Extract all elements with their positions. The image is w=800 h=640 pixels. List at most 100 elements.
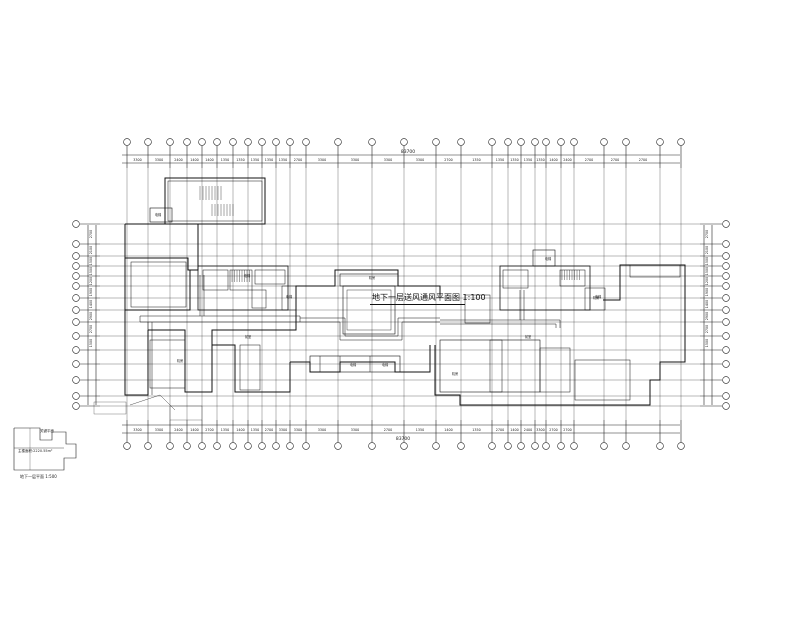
dim-label-bottom: 3300: [279, 428, 287, 432]
dim-label-top: 2700: [444, 158, 452, 162]
grid-bubble-bottom: [286, 442, 294, 450]
grid-bubble-left: [72, 318, 80, 326]
grid-bubble-bottom: [183, 442, 191, 450]
dim-label-bottom: 2700: [265, 428, 273, 432]
grid-bubble-top: [198, 138, 206, 146]
room-label: 电梯: [244, 273, 251, 278]
room-label: 电梯: [155, 212, 162, 217]
dim-label-bottom: 2700: [563, 428, 571, 432]
grid-bubble-bottom: [368, 442, 376, 450]
grid-bubble-bottom: [213, 442, 221, 450]
grid-bubble-right: [722, 240, 730, 248]
grid-bubble-top: [600, 138, 608, 146]
grid-bubble-left: [72, 402, 80, 410]
dim-label-top: 3300: [318, 158, 326, 162]
dim-label-right: 2900: [705, 312, 709, 320]
grid-bubble-top: [166, 138, 174, 146]
grid-bubble-bottom: [432, 442, 440, 450]
annotation-leaders: [93, 394, 203, 421]
stair-symbols: [199, 186, 580, 282]
dim-label-right: 1200: [705, 277, 709, 285]
dim-label-top: 3300: [133, 158, 141, 162]
key-plan-legend: 地下一层平面 1:500: [20, 473, 57, 479]
grid-bubble-bottom: [504, 442, 512, 450]
grid-bubble-bottom: [542, 442, 550, 450]
grid-bubble-left: [72, 392, 80, 400]
dim-label-top: 3300: [155, 158, 163, 162]
dim-label-bottom: 3300: [155, 428, 163, 432]
dim-label-bottom: 2700: [384, 428, 392, 432]
dim-label-bottom: 1400: [510, 428, 518, 432]
grid-bubble-bottom: [457, 442, 465, 450]
dim-label-left: 2100: [89, 246, 93, 254]
grid-bubble-top: [557, 138, 565, 146]
dim-label-left: 1900: [89, 288, 93, 296]
dim-label-right: 1500: [705, 267, 709, 275]
dim-label-bottom: 2400: [174, 428, 182, 432]
grid-bubble-top: [677, 138, 685, 146]
room-label: 电梯: [286, 294, 293, 299]
room-label: 机房: [369, 275, 375, 280]
grid-bubble-top: [272, 138, 280, 146]
grid-bubble-bottom: [166, 442, 174, 450]
grid-bubble-top: [457, 138, 465, 146]
dim-label-left: 1400: [89, 300, 93, 308]
dim-label-top: 2700: [294, 158, 302, 162]
grid-bubble-right: [722, 272, 730, 280]
grid-bubble-bottom: [622, 442, 630, 450]
grid-bubble-bottom: [557, 442, 565, 450]
grid-bubble-right: [722, 346, 730, 354]
room-label: 机房: [593, 295, 599, 300]
dim-label-top: 1350: [496, 158, 504, 162]
dim-label-top: 1350: [524, 158, 532, 162]
grid-bubble-top: [144, 138, 152, 146]
dim-label-top: 2700: [639, 158, 647, 162]
dim-label-bottom: 2700: [496, 428, 504, 432]
grid-bubble-left: [72, 282, 80, 290]
grid-bubble-bottom: [517, 442, 525, 450]
dim-label-right: 1500: [705, 339, 709, 347]
grid-bubble-top: [123, 138, 131, 146]
room-labels: 电梯电梯电梯电梯电梯电梯电梯前室前室机房机房机房机房: [155, 212, 602, 376]
grid-bubble-right: [722, 360, 730, 368]
room-label: 前室: [525, 334, 531, 339]
dim-label-bottom: 3300: [536, 428, 544, 432]
dim-label-top: 3300: [351, 158, 359, 162]
dim-label-top: 1350: [536, 158, 544, 162]
overall-dim-bottom: 83700: [396, 436, 410, 442]
dim-label-bottom: 2700: [205, 428, 213, 432]
grid-bubble-right: [722, 294, 730, 302]
grid-bubble-right: [722, 392, 730, 400]
grid-bubble-right: [722, 220, 730, 228]
grid-bubble-right: [722, 402, 730, 410]
grid-bubble-top: [622, 138, 630, 146]
dim-label-top: 3300: [416, 158, 424, 162]
dim-label-top: 1350: [236, 158, 244, 162]
dim-label-left: 2700: [89, 325, 93, 333]
grid-bubble-right: [722, 262, 730, 270]
dim-label-bottom: 1400: [444, 428, 452, 432]
grid-bubble-top: [334, 138, 342, 146]
grid-bubble-bottom: [488, 442, 496, 450]
grid-bubble-left: [72, 252, 80, 260]
grid-bubble-top: [368, 138, 376, 146]
dim-label-bottom: 1350: [251, 428, 259, 432]
grid-bubble-top: [504, 138, 512, 146]
grid-bubble-top: [302, 138, 310, 146]
grid-axes-right: [700, 220, 730, 410]
grid-bubble-left: [72, 294, 80, 302]
dim-label-bottom: 2400: [524, 428, 532, 432]
dim-label-bottom: 1350: [221, 428, 229, 432]
grid-bubble-bottom: [656, 442, 664, 450]
grid-axes-top: [123, 138, 685, 168]
dim-label-top: 1400: [190, 158, 198, 162]
grid-bubble-right: [722, 332, 730, 340]
grid-bubble-top: [517, 138, 525, 146]
dim-label-right: 2700: [705, 230, 709, 238]
dim-label-bottom: 1400: [190, 428, 198, 432]
room-label: 电梯: [595, 294, 602, 299]
